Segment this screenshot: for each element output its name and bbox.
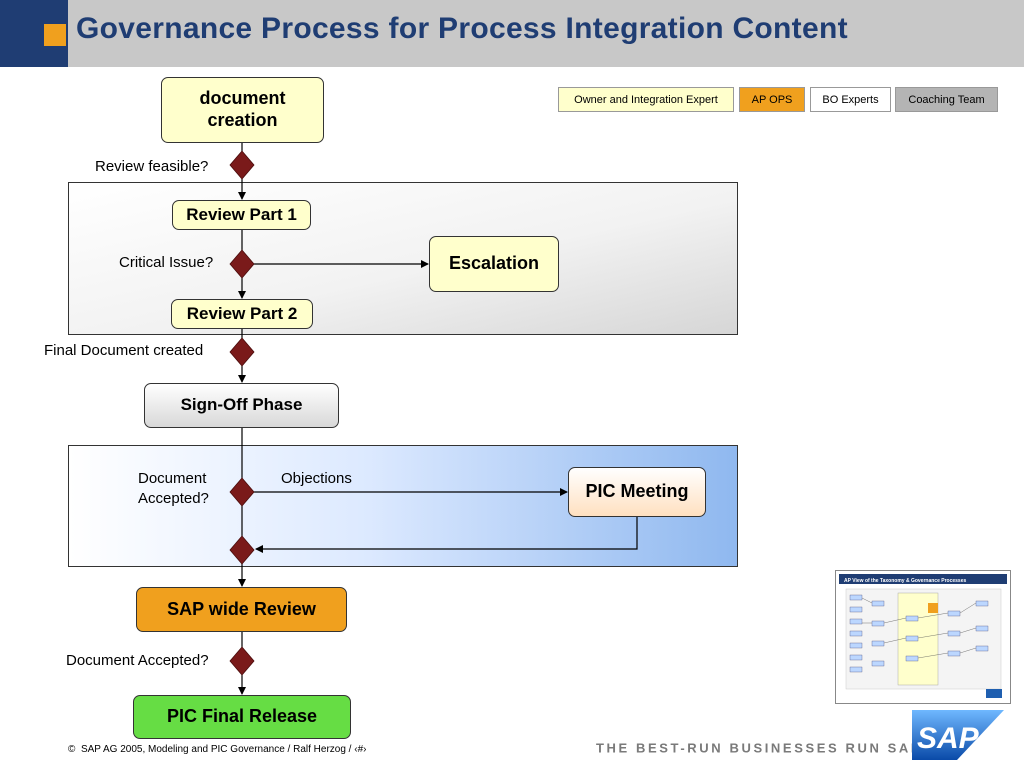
copyright-text: SAP AG 2005, Modeling and PIC Governance… bbox=[80, 744, 367, 755]
decision-merge bbox=[229, 535, 255, 565]
page-title: Governance Process for Process Integrati… bbox=[76, 12, 848, 45]
legend-ap-ops: AP OPS bbox=[739, 87, 805, 112]
label-objections: Objections bbox=[281, 470, 352, 487]
node-escalation: Escalation bbox=[429, 236, 559, 292]
thumbnail-graphic: AP View of the Taxonomy & Governance Pro… bbox=[839, 574, 1007, 698]
node-pic-final-release: PIC Final Release bbox=[133, 695, 351, 739]
footer-copyright: © SAP AG 2005, Modeling and PIC Governan… bbox=[68, 744, 366, 755]
label-document-accepted-1: Document Accepted? bbox=[138, 470, 209, 507]
label-review-feasible: Review feasible? bbox=[95, 158, 209, 175]
label-final-document-created: Final Document created bbox=[44, 342, 204, 359]
decision-document-accepted-1 bbox=[229, 477, 255, 507]
node-pic-meeting: PIC Meeting bbox=[568, 467, 706, 517]
footer-tagline: THE BEST-RUN BUSINESSES RUN SAP™ bbox=[596, 740, 933, 755]
decision-final-document bbox=[229, 337, 255, 367]
tagline-text: THE BEST-RUN BUSINESSES RUN SAP bbox=[596, 740, 923, 756]
node-review-part-2: Review Part 2 bbox=[171, 299, 313, 329]
decision-review-feasible bbox=[229, 150, 255, 180]
node-sign-off-phase: Sign-Off Phase bbox=[144, 383, 339, 428]
header-orange-square bbox=[44, 24, 66, 46]
label-document-accepted-2: Document Accepted? bbox=[66, 652, 209, 669]
legend-bo-experts: BO Experts bbox=[810, 87, 891, 112]
title-band bbox=[0, 0, 1024, 67]
decision-document-accepted-2 bbox=[229, 646, 255, 676]
label-critical-issue: Critical Issue? bbox=[119, 254, 214, 271]
decision-critical-issue bbox=[229, 249, 255, 279]
copyright-symbol: © bbox=[68, 744, 76, 755]
legend-coaching-team: Coaching Team bbox=[895, 87, 998, 112]
thumbnail-title: AP View of the Taxonomy & Governance Pro… bbox=[844, 578, 966, 584]
edge-pic-meeting-to-d5 bbox=[255, 517, 638, 553]
sap-logo-registered: ® bbox=[968, 746, 976, 757]
node-sap-wide-review: SAP wide Review bbox=[136, 587, 347, 632]
node-document-creation: document creation bbox=[161, 77, 324, 143]
sap-logo: SAP ® bbox=[912, 710, 1004, 760]
legend-owner: Owner and Integration Expert bbox=[558, 87, 734, 112]
slide-thumbnail[interactable]: AP View of the Taxonomy & Governance Pro… bbox=[835, 570, 1011, 704]
sap-logo-text: SAP bbox=[917, 722, 980, 755]
node-review-part-1: Review Part 1 bbox=[172, 200, 311, 230]
